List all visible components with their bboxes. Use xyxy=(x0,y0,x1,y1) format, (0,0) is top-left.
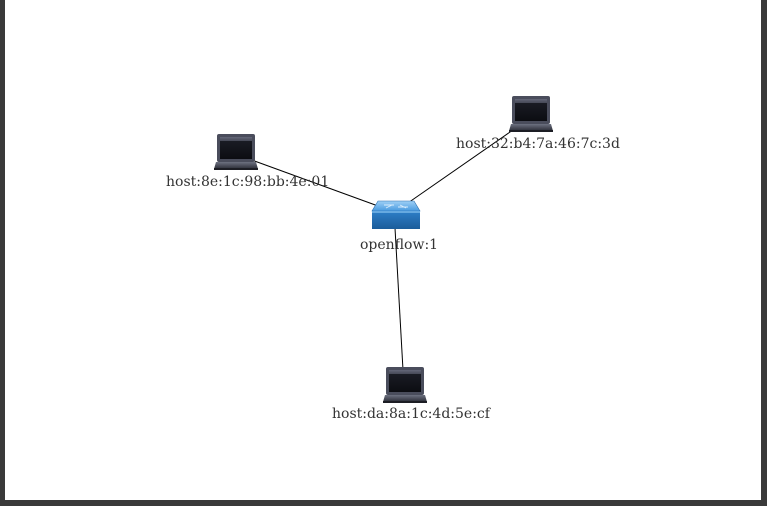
host-label-2: host:32:b4:7a:46:7c:3d xyxy=(456,136,620,152)
laptop-icon xyxy=(383,367,427,403)
host-node-2[interactable]: host:32:b4:7a:46:7c:3d xyxy=(456,96,620,152)
laptop-icon xyxy=(214,134,258,170)
laptop-icon xyxy=(509,96,553,132)
host-label-1: host:8e:1c:98:bb:4e:01 xyxy=(166,174,329,190)
link-switch-host-2[interactable] xyxy=(404,122,524,206)
topology-canvas[interactable]: host:8e:1c:98:bb:4e:01 host:32:b4:7a:46:… xyxy=(5,0,761,500)
host-node-3[interactable]: host:da:8a:1c:4d:5e:cf xyxy=(332,367,492,422)
switch-node[interactable]: openflow:1 xyxy=(360,200,438,253)
network-switch-icon xyxy=(371,200,421,229)
switch-label: openflow:1 xyxy=(360,237,438,253)
host-label-3: host:da:8a:1c:4d:5e:cf xyxy=(332,406,492,422)
topology-graph[interactable]: host:8e:1c:98:bb:4e:01 host:32:b4:7a:46:… xyxy=(5,0,761,500)
link-switch-host-3[interactable] xyxy=(394,227,404,371)
link-switch-host-1[interactable] xyxy=(248,158,390,211)
host-node-1[interactable]: host:8e:1c:98:bb:4e:01 xyxy=(166,134,329,190)
